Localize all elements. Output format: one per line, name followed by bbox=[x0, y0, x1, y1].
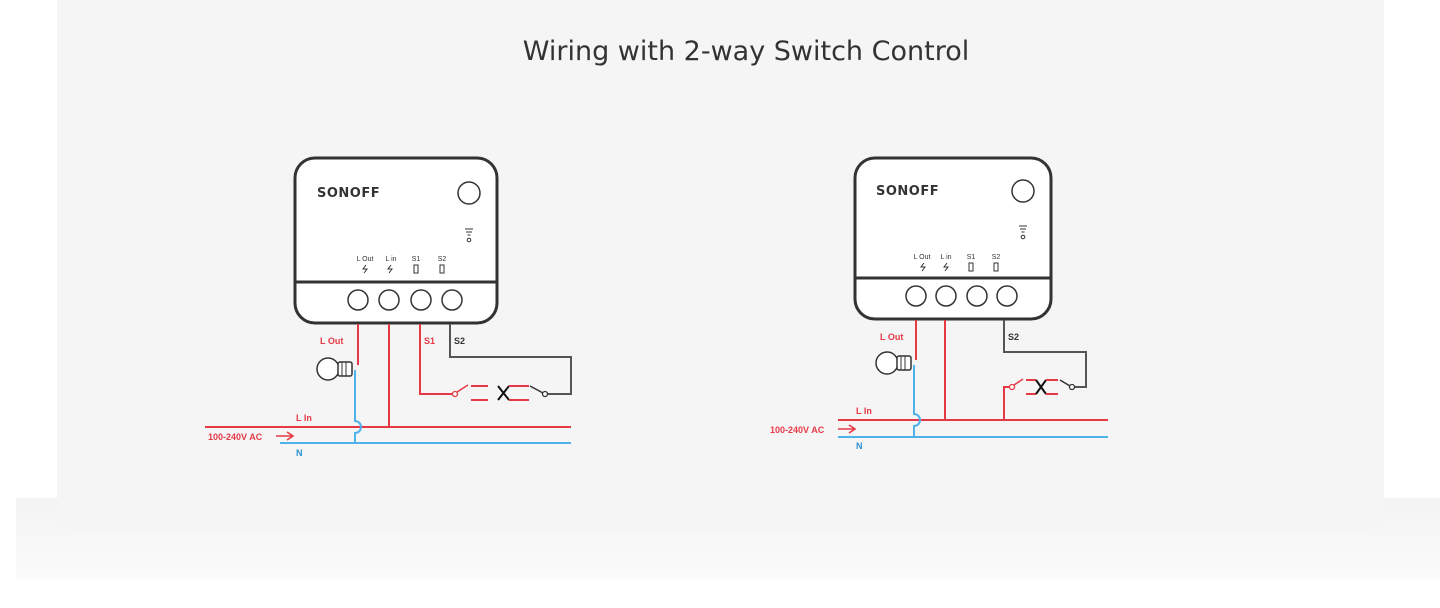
left-terminal-label-lin: L in bbox=[385, 256, 396, 263]
right-label-ac: 100-240V AC bbox=[770, 425, 825, 435]
right-terminal-s2 bbox=[996, 285, 1018, 307]
right-bulb-icon bbox=[875, 351, 912, 375]
left-s1-switch-icon bbox=[413, 264, 419, 274]
left-s1-wire bbox=[419, 324, 453, 395]
left-terminal-label-s2: S2 bbox=[438, 256, 447, 263]
right-s2-switch-icon bbox=[993, 262, 999, 272]
left-brand-logo: SONOFF bbox=[317, 186, 380, 201]
right-terminal-label-s1: S1 bbox=[967, 254, 976, 261]
left-label-ac: 100-240V AC bbox=[208, 432, 263, 442]
right-input-arrow-icon bbox=[838, 424, 857, 434]
right-label-s2: S2 bbox=[1008, 332, 1019, 342]
right-pairing-button-icon bbox=[1011, 179, 1035, 203]
left-wifi-icon bbox=[465, 228, 473, 243]
right-lin-bolt-icon bbox=[943, 262, 949, 272]
left-label-s1: S1 bbox=[424, 336, 435, 346]
right-terminal-lout bbox=[905, 285, 927, 307]
left-device: SONOFF L Out L in S1 S2 bbox=[293, 156, 499, 325]
diagram-panel bbox=[57, 0, 1384, 531]
right-label-n: N bbox=[856, 441, 863, 451]
left-lout-bolt-icon bbox=[362, 264, 368, 274]
right-wifi-icon bbox=[1019, 225, 1027, 240]
left-bulb-icon bbox=[316, 357, 353, 381]
page-title: Wiring with 2-way Switch Control bbox=[522, 36, 970, 68]
left-input-arrow-icon bbox=[276, 431, 295, 441]
left-s2-wire bbox=[449, 324, 572, 395]
left-terminal-s2 bbox=[441, 289, 463, 311]
right-terminal-lin bbox=[935, 285, 957, 307]
left-terminal-s1 bbox=[410, 289, 432, 311]
left-terminal-label-s1: S1 bbox=[412, 256, 421, 263]
right-s2-wire bbox=[1003, 320, 1087, 388]
right-s1-drop-wire bbox=[1003, 386, 1010, 420]
right-s1-switch-icon bbox=[968, 262, 974, 272]
right-two-way-switch-icon bbox=[1008, 378, 1076, 395]
right-device: SONOFF L Out L in S1 S2 bbox=[853, 156, 1053, 321]
right-terminal-label-s2: S2 bbox=[992, 254, 1001, 261]
right-terminal-s1 bbox=[966, 285, 988, 307]
right-terminal-label-lout: L Out bbox=[914, 254, 931, 261]
right-wiring-diagram: SONOFF L Out L in S1 S2 bbox=[770, 156, 1108, 451]
left-label-s2: S2 bbox=[454, 336, 465, 346]
left-lin-bolt-icon bbox=[387, 264, 393, 274]
left-label-n: N bbox=[296, 448, 303, 458]
left-terminal-lin bbox=[378, 289, 400, 311]
right-brand-logo: SONOFF bbox=[876, 184, 939, 199]
right-label-lout: L Out bbox=[880, 332, 903, 342]
left-s2-switch-icon bbox=[439, 264, 445, 274]
left-label-lin: L In bbox=[296, 413, 312, 423]
left-two-way-switch-icon bbox=[451, 384, 549, 401]
left-terminal-lout bbox=[347, 289, 369, 311]
right-lout-bolt-icon bbox=[920, 262, 926, 272]
right-label-lin: L In bbox=[856, 406, 872, 416]
left-wiring-diagram: SONOFF L Out L in S1 S2 bbox=[205, 156, 572, 458]
right-terminal-label-lin: L in bbox=[940, 254, 951, 261]
right-neutral-drop bbox=[913, 365, 921, 437]
left-neutral-drop bbox=[354, 370, 362, 443]
left-terminal-label-lout: L Out bbox=[357, 256, 374, 263]
left-label-lout: L Out bbox=[320, 336, 343, 346]
left-pairing-button-icon bbox=[457, 181, 481, 205]
